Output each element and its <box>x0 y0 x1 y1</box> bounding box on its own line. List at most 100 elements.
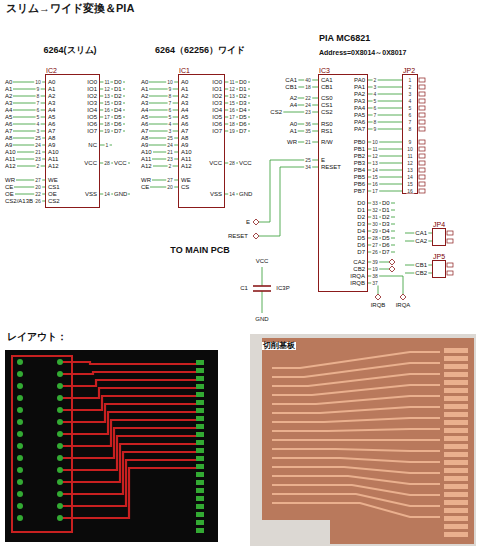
board-pad <box>444 404 468 409</box>
net-label: IRQB <box>370 302 387 308</box>
layout-pad <box>57 491 63 497</box>
pin-number: 9 <box>36 87 41 92</box>
net-label: A3 <box>140 100 149 106</box>
pin-number: 20 <box>34 185 42 190</box>
net-label: CA2 <box>414 238 428 244</box>
pin-number: 15 <box>103 101 111 106</box>
layout-pad <box>17 395 23 401</box>
pin-number: 5 <box>36 115 41 120</box>
pin-name: IO6 <box>211 121 223 127</box>
wire <box>262 291 263 313</box>
pin-number: 16 <box>228 108 236 113</box>
net-label: CB1 <box>414 262 428 268</box>
header-pin <box>447 239 453 243</box>
pin-name: D4 <box>356 228 366 234</box>
net-label: A4 <box>289 102 298 108</box>
pin-number: 13 <box>371 161 379 166</box>
pin-name: A6 <box>180 121 189 127</box>
pin-name: A2 <box>180 93 189 99</box>
layout-pad <box>196 408 204 413</box>
pin-number: 18 <box>228 122 236 127</box>
pin-number: 25 <box>34 136 42 141</box>
pin-name: IO1 <box>86 86 98 92</box>
layout-pad <box>196 368 204 373</box>
net-label: D0 <box>381 200 391 206</box>
address-note: Address=0X8014～0X8017 <box>318 49 407 56</box>
pin-number: 12 <box>371 154 379 159</box>
board-trace <box>272 449 440 451</box>
pin-name: PA4 <box>353 105 366 111</box>
pin-name: VSS <box>84 191 98 197</box>
part-name: IC3 <box>319 67 330 75</box>
part-label: VCC <box>255 258 270 264</box>
pin-number: 18 <box>304 85 312 90</box>
pin-name: A12 <box>47 163 60 169</box>
net-label: D6 <box>381 242 391 248</box>
net-label: A12 <box>140 163 153 169</box>
pin-number: 4 <box>373 92 378 97</box>
board-pad <box>444 428 468 433</box>
net-label: A2 <box>140 93 149 99</box>
pin-number: 1 <box>105 143 110 148</box>
pin-name: A5 <box>180 114 189 120</box>
board-trace <box>272 352 440 368</box>
net-label: D4 <box>238 107 248 113</box>
pin-number: 3 <box>408 92 413 97</box>
pin-number: 25 <box>304 158 312 163</box>
net-label: D7 <box>381 249 391 255</box>
pin-number: 5 <box>373 99 378 104</box>
net-label: CA1 <box>284 77 298 83</box>
layout-trace <box>60 468 200 518</box>
layout-pad <box>57 455 63 461</box>
pin-name: PB7 <box>353 188 366 194</box>
pin-number: 16 <box>371 182 379 187</box>
layout-pad <box>196 376 204 381</box>
layout-pad <box>57 419 63 425</box>
board-pad <box>444 524 468 529</box>
net-label: RESET <box>227 233 249 239</box>
net-label: A12 <box>4 163 17 169</box>
header-pin <box>419 92 425 96</box>
pin-number: 22 <box>34 192 42 197</box>
board-pad <box>444 388 468 393</box>
pin-number: 7 <box>408 120 413 125</box>
net-label: A9 <box>4 142 13 148</box>
net-label: CB1 <box>284 84 298 90</box>
pin-name: A6 <box>47 121 56 127</box>
layout-pad <box>17 359 23 365</box>
net-label: A8 <box>140 135 149 141</box>
pin-name: D6 <box>356 242 366 248</box>
pin-name: CB2 <box>352 266 366 272</box>
net-label: A7 <box>4 128 13 134</box>
pin-name: OE <box>47 191 58 197</box>
pin-name: A11 <box>180 156 192 162</box>
pin-number: 9 <box>168 87 173 92</box>
pin-number: 32 <box>371 208 379 213</box>
pin-number: 5 <box>168 115 173 120</box>
layout-pad <box>17 371 23 377</box>
pin-name: A9 <box>47 142 56 148</box>
pin-name: D2 <box>356 214 366 220</box>
part-name: JP2 <box>403 67 415 75</box>
net-label: A10 <box>140 149 153 155</box>
pin-number: 39 <box>371 260 379 265</box>
header-pin <box>447 271 453 275</box>
board-trace <box>272 467 440 473</box>
header-pin <box>419 106 425 110</box>
header-pin <box>419 78 425 82</box>
net-label: D1 <box>113 86 123 92</box>
pin-name: PB6 <box>353 181 366 187</box>
layout-pad <box>196 360 204 365</box>
pin-number: 31 <box>371 215 379 220</box>
layout-pad <box>57 407 63 413</box>
pin-number: 24 <box>166 143 174 148</box>
board-pad <box>444 516 468 521</box>
pin-name: A3 <box>47 100 56 106</box>
net-label: D1 <box>238 86 248 92</box>
layout-pad <box>17 455 23 461</box>
net-label: A2 <box>289 95 298 101</box>
header-box: JP5 <box>432 260 446 278</box>
part-name: JP5 <box>433 253 445 261</box>
pin-number: 33 <box>371 201 379 206</box>
board-trace <box>272 458 440 462</box>
